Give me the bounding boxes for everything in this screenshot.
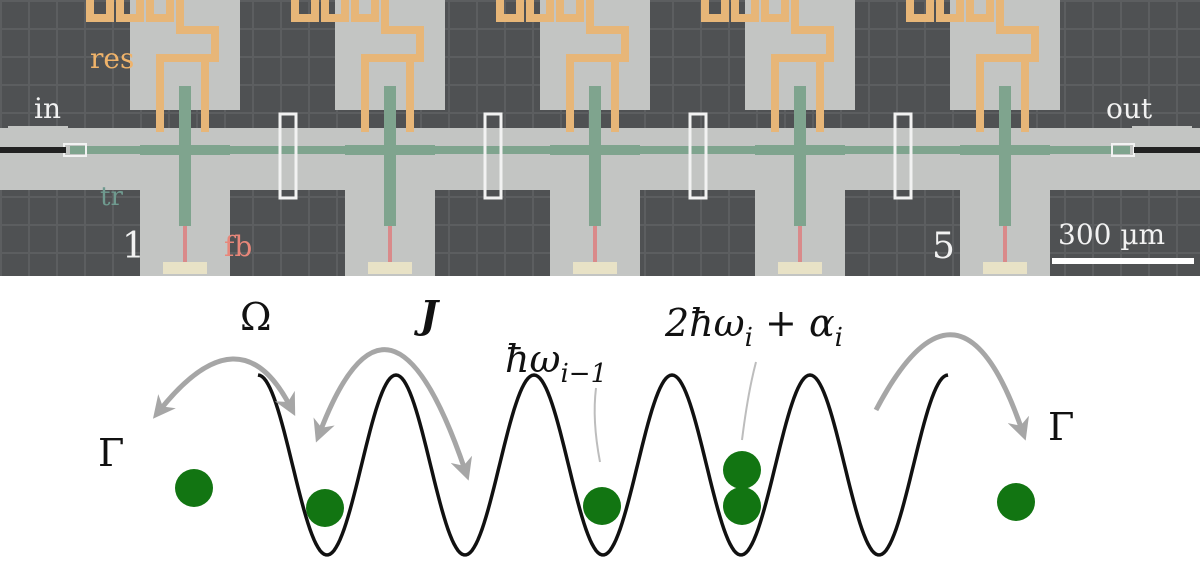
resonator-4 bbox=[701, 0, 834, 132]
label-tr: tr bbox=[100, 182, 123, 212]
hopping-arrow-j bbox=[313, 347, 473, 481]
particle-outside-right bbox=[997, 483, 1035, 521]
flux-bias-1 bbox=[183, 226, 187, 268]
label-res: res bbox=[90, 42, 134, 75]
flux-bias-2 bbox=[388, 226, 392, 268]
label-energy-single: ħωi−1 bbox=[505, 337, 607, 389]
particle-well-4-upper bbox=[723, 451, 761, 489]
label-index-first: 1 bbox=[122, 226, 145, 267]
resonator-1 bbox=[86, 0, 219, 132]
label-in: in bbox=[34, 92, 61, 125]
resonator-array bbox=[86, 0, 1039, 132]
scale-bar-label: 300 µm bbox=[1058, 218, 1165, 251]
label-index-last: 5 bbox=[932, 226, 955, 267]
coupler-3 bbox=[688, 112, 708, 200]
output-launcher bbox=[1132, 126, 1192, 190]
transmon-vertical-1 bbox=[179, 86, 191, 226]
transmon-horizontal-2 bbox=[345, 145, 435, 155]
chip-micrograph: res in out tr fb 1 5 300 µm bbox=[0, 0, 1200, 276]
label-energy-double-sub-b: i bbox=[835, 323, 843, 353]
transmon-vertical-2 bbox=[384, 86, 396, 226]
label-energy-single-main: ħω bbox=[505, 337, 560, 381]
transmon-horizontal-4 bbox=[755, 145, 845, 155]
label-omega: Ω bbox=[240, 295, 272, 339]
coupler-1 bbox=[278, 112, 298, 200]
label-loss-left: Γ bbox=[98, 431, 124, 475]
resonator-2 bbox=[291, 0, 424, 132]
input-launcher bbox=[8, 126, 68, 190]
resonator-5 bbox=[906, 0, 1039, 132]
particle-outside-left bbox=[175, 469, 213, 507]
transmon-vertical-3 bbox=[589, 86, 601, 226]
leader-line-double bbox=[741, 361, 757, 441]
coupler-2 bbox=[483, 112, 503, 200]
flux-pad-3 bbox=[573, 262, 617, 274]
drive-arrow-omega bbox=[152, 356, 296, 419]
flux-pad-1 bbox=[163, 262, 207, 274]
transmon-horizontal-5 bbox=[960, 145, 1050, 155]
transmon-vertical-4 bbox=[794, 86, 806, 226]
label-energy-single-sub: i−1 bbox=[560, 359, 607, 389]
flux-bias-3 bbox=[593, 226, 597, 268]
resonator-3 bbox=[496, 0, 629, 132]
leader-line-single bbox=[593, 387, 601, 463]
label-energy-double: 2ħωi + αi bbox=[664, 301, 843, 353]
flux-pad-5 bbox=[983, 262, 1027, 274]
output-feedline bbox=[1134, 147, 1200, 153]
label-energy-double-mid: + α bbox=[753, 301, 835, 345]
transmon-horizontal-3 bbox=[550, 145, 640, 155]
label-energy-double-main: 2ħω bbox=[664, 301, 745, 345]
lattice-diagram: Ω J ħωi−1 2ħωi + αi Γ Γ bbox=[98, 292, 1074, 557]
coupler-4 bbox=[893, 112, 913, 200]
label-out: out bbox=[1106, 92, 1153, 125]
label-loss-right: Γ bbox=[1048, 405, 1074, 449]
flux-bias-4 bbox=[798, 226, 802, 268]
label-coupling-j: J bbox=[414, 292, 441, 337]
flux-pad-2 bbox=[368, 262, 412, 274]
transmon-array bbox=[0, 86, 1200, 274]
transmon-vertical-5 bbox=[999, 86, 1011, 226]
particle-well-3 bbox=[583, 487, 621, 525]
particle-well-1 bbox=[306, 489, 344, 527]
flux-bias-5 bbox=[1003, 226, 1007, 268]
input-feedline bbox=[0, 147, 66, 153]
particle-well-4-lower bbox=[723, 487, 761, 525]
loss-arrow-right bbox=[873, 332, 1029, 441]
potential-wells bbox=[257, 373, 949, 557]
transmon-horizontal-1 bbox=[140, 145, 230, 155]
label-energy-double-sub-a: i bbox=[745, 323, 753, 353]
label-fb: fb bbox=[224, 230, 252, 263]
flux-pad-4 bbox=[778, 262, 822, 274]
scale-bar bbox=[1052, 258, 1194, 264]
